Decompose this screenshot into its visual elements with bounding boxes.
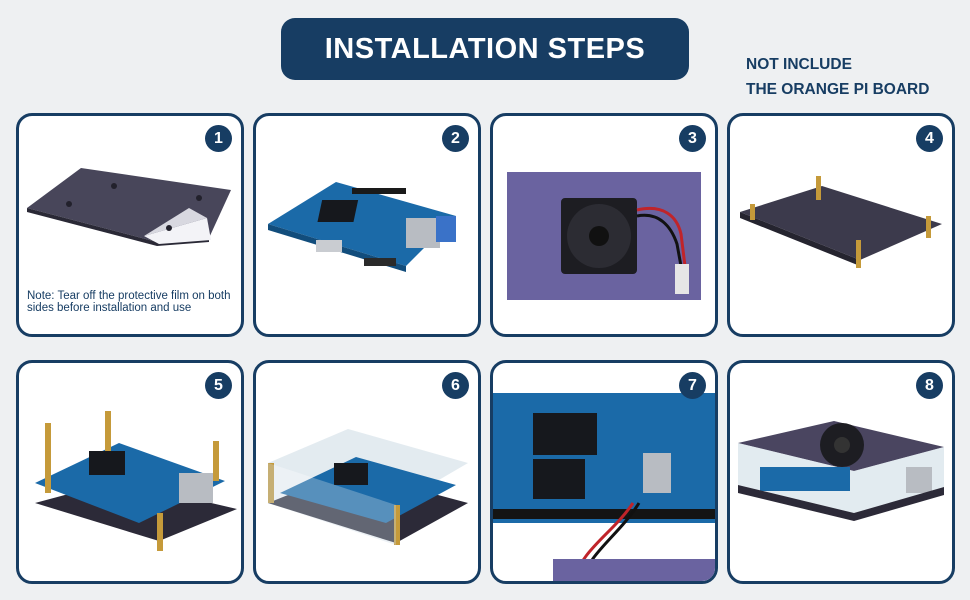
board-on-standoffs-illustration — [35, 411, 237, 551]
step-card-7: 7 — [490, 360, 718, 584]
step-number-badge: 6 — [442, 372, 469, 399]
step-card-5: 5 — [16, 360, 244, 584]
page-title-text: INSTALLATION STEPS — [324, 32, 646, 65]
fan-on-purple-plate-illustration — [507, 172, 701, 300]
orange-pi-board-illustration — [268, 182, 456, 272]
assembled-case-illustration — [738, 421, 944, 521]
step-number-badge: 3 — [679, 125, 706, 152]
step-card-4: 4 — [727, 113, 955, 337]
step-number-badge: 2 — [442, 125, 469, 152]
step-card-8: 8 — [727, 360, 955, 584]
acrylic-plate-with-film-illustration — [27, 168, 231, 246]
fan-cable-connection-closeup-illustration — [493, 393, 715, 581]
exclusion-note-line2: THE ORANGE PI BOARD — [746, 81, 930, 98]
step-number-badge: 5 — [205, 372, 232, 399]
step-number-badge: 7 — [679, 372, 706, 399]
step-number-badge: 1 — [205, 125, 232, 152]
exclusion-note: NOT INCLUDE THE ORANGE PI BOARD — [746, 52, 929, 102]
board-in-clear-case-illustration — [268, 429, 468, 545]
step-number-badge: 8 — [916, 372, 943, 399]
step-card-3: 3 — [490, 113, 718, 337]
film-removal-note: Note: Tear off the protective film on bo… — [27, 290, 231, 314]
step-card-2: 2 — [253, 113, 481, 337]
step-number-badge: 4 — [916, 125, 943, 152]
step-card-1: 1 Note: Tear off the protective film on … — [16, 113, 244, 337]
exclusion-note-line1: NOT INCLUDE — [746, 56, 852, 73]
page-title: INSTALLATION STEPS — [281, 18, 689, 80]
plate-with-standoffs-illustration — [740, 176, 942, 268]
step-card-6: 6 — [253, 360, 481, 584]
